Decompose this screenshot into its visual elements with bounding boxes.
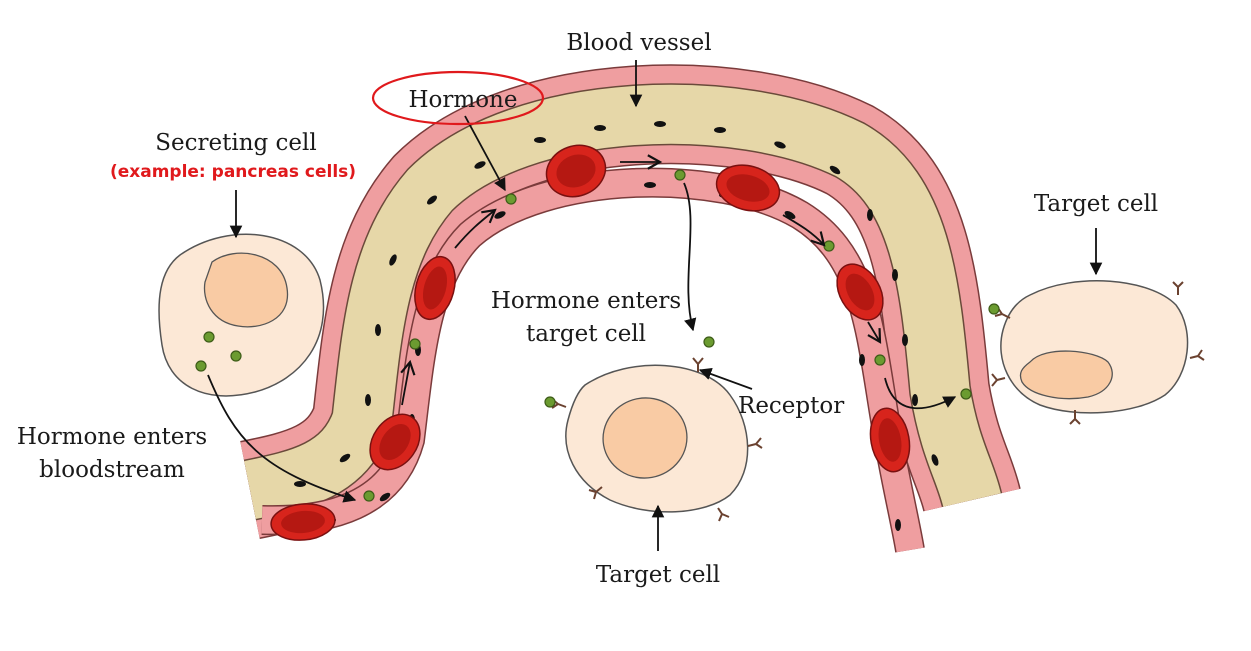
hormone-dot xyxy=(823,240,835,252)
labels: Blood vessel Hormone Secreting cell (exa… xyxy=(17,30,1158,588)
hormone-dot-bound xyxy=(988,303,1000,315)
red-blood-cells xyxy=(270,144,911,541)
hormone-dot xyxy=(203,331,215,343)
hormone-dot xyxy=(674,169,686,181)
arrow-out-of-vessel-right xyxy=(884,377,957,410)
secreting-cell-nucleus xyxy=(203,252,289,328)
red-blood-cell xyxy=(270,503,336,541)
target-cell-bottom xyxy=(551,357,763,522)
arrow-receptor xyxy=(698,367,753,390)
hormone-dot xyxy=(960,388,972,400)
hormone-dot xyxy=(363,490,375,502)
red-blood-cell xyxy=(836,263,884,321)
hormone-dot-bound xyxy=(544,396,556,408)
label-example: (example: pancreas cells) xyxy=(110,162,356,182)
red-blood-cell xyxy=(715,164,781,212)
flow-arrow xyxy=(400,359,416,406)
hormone-dot xyxy=(409,338,421,350)
label-hormone-enters-target-1: Hormone enters xyxy=(491,288,681,314)
hormone-molecules xyxy=(195,169,1000,502)
hormone-highlight-ellipse xyxy=(371,70,545,126)
flow-arrow xyxy=(867,321,882,344)
hormone-dot xyxy=(230,350,242,362)
label-hormone-enters-target-2: target cell xyxy=(526,321,646,347)
secreting-cell xyxy=(158,233,325,397)
flow-arrow xyxy=(782,214,826,247)
arrow-into-bloodstream xyxy=(207,374,357,503)
label-blood-vessel: Blood vessel xyxy=(566,30,711,56)
red-blood-cell xyxy=(414,255,456,321)
red-blood-cell xyxy=(369,413,421,471)
target-cell-right-nucleus xyxy=(1019,350,1113,400)
label-hormone-enters-blood-2: bloodstream xyxy=(39,457,185,483)
label-target-cell-bottom: Target cell xyxy=(596,562,720,588)
label-receptor: Receptor xyxy=(738,393,844,419)
target-cell-bottom-nucleus xyxy=(602,397,688,479)
hormone-dot xyxy=(505,193,517,205)
label-secreting-cell: Secreting cell xyxy=(155,130,317,156)
arrow-out-of-vessel-bottom xyxy=(683,182,697,332)
target-cell-right xyxy=(991,280,1205,425)
arrows xyxy=(207,60,1103,551)
hormone-dot xyxy=(874,354,886,366)
arrow-hormone xyxy=(464,115,506,192)
label-hormone-enters-blood-1: Hormone enters xyxy=(17,424,207,450)
label-target-cell-right: Target cell xyxy=(1034,191,1158,217)
red-blood-cell xyxy=(545,144,607,198)
flow-arrow xyxy=(454,208,497,249)
vessel-lumen xyxy=(244,84,1001,519)
hormone-dot xyxy=(703,336,715,348)
label-hormone: Hormone xyxy=(409,87,518,113)
red-blood-cell xyxy=(869,407,911,473)
hormone-dot xyxy=(195,360,207,372)
